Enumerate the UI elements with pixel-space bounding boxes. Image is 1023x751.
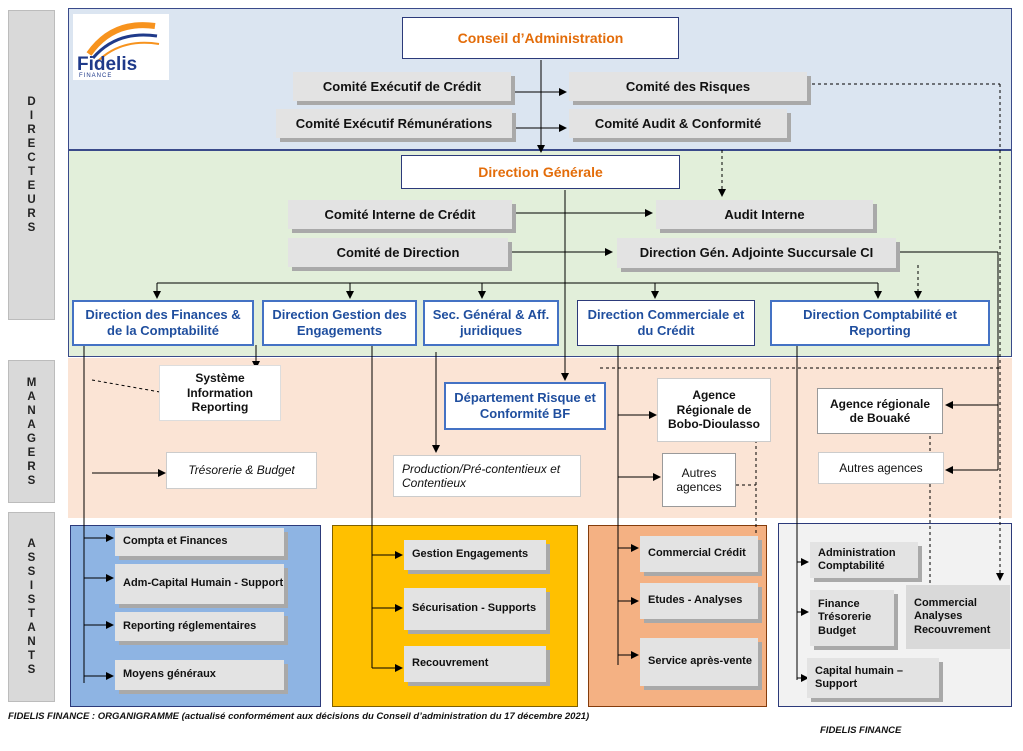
row-label-letter: A: [27, 390, 36, 403]
row-label-letter: S: [27, 594, 36, 606]
direction-gestion-engagements-box: Direction Gestion des Engagements: [262, 300, 417, 346]
assistant-adm-capital-humain: Adm-Capital Humain - Support: [115, 564, 284, 604]
row-label-letter: T: [27, 608, 36, 620]
row-label-letter: R: [27, 124, 36, 136]
row-label-letter: R: [27, 208, 36, 220]
logo-sub: FINANCE: [79, 73, 113, 79]
row-label-letter: S: [27, 474, 36, 487]
row-label-letter: G: [27, 432, 36, 445]
assistant-finance-tresorerie-budget: Finance Trésorerie Budget: [810, 590, 894, 646]
assistant-administration-comptabilite: Administration Comptabilité: [810, 542, 918, 578]
row-label-letter: E: [27, 180, 36, 192]
production-contentieux-box: Production/Pré-contentieux et Contentieu…: [393, 455, 581, 497]
row-label-letter: R: [27, 460, 36, 473]
row-label-letter: S: [27, 664, 36, 676]
row-label-letter: S: [27, 552, 36, 564]
row-label-letter: A: [27, 622, 36, 634]
comite-interne-credit-box: Comité Interne de Crédit: [288, 200, 512, 229]
assistant-etudes-analyses: Etudes - Analyses: [640, 583, 758, 619]
assistant-capital-humain-support: Capital humain – Support: [807, 658, 939, 698]
comite-direction-box: Comité de Direction: [288, 238, 508, 267]
comite-executif-remunerations-box: Comité Exécutif Rémunérations: [276, 109, 512, 138]
direction-comptabilite-reporting-box: Direction Comptabilité et Reporting: [770, 300, 990, 346]
row-label-letter: E: [27, 138, 36, 150]
assistant-service-apres-vente: Service après-vente: [640, 638, 758, 686]
row-label-letter: I: [29, 580, 34, 592]
direction-finances-box: Direction des Finances & de la Comptabil…: [72, 300, 254, 346]
row-label-letter: T: [27, 650, 36, 662]
assistant-recouvrement: Recouvrement: [404, 646, 546, 682]
row-label-letter: S: [27, 566, 36, 578]
logo-brand: Fidelis: [77, 54, 138, 75]
sec-general-box: Sec. Général & Aff. juridiques: [423, 300, 559, 346]
row-label-letter: T: [27, 166, 36, 178]
assistant-commercial-analyses-recouvrement: Commercial Analyses Recouvrement: [906, 585, 1010, 649]
assistant-commercial-credit: Commercial Crédit: [640, 536, 758, 572]
direction-commerciale-box: Direction Commerciale et du Crédit: [577, 300, 755, 346]
footer-brand: FIDELIS FINANCE: [820, 725, 902, 736]
audit-interne-box: Audit Interne: [656, 200, 873, 229]
footer-caption: FIDELIS FINANCE : ORGANIGRAMME (actualis…: [8, 711, 590, 722]
systeme-information-box: Système Information Reporting: [160, 366, 280, 420]
row-label-letter: S: [27, 222, 36, 234]
row-label-letter: M: [26, 376, 37, 389]
comite-executif-credit-box: Comité Exécutif de Crédit: [293, 72, 511, 101]
risque-conformite-box: Département Risque et Conformité BF: [444, 382, 606, 430]
assistant-reporting-reglementaires: Reporting réglementaires: [115, 612, 284, 641]
row-label-letter: U: [27, 194, 36, 206]
row-label-letter: I: [29, 110, 34, 122]
tresorerie-budget-box: Trésorerie & Budget: [166, 452, 317, 489]
row-label-letter: N: [27, 404, 36, 417]
assistant-securisation-supports: Sécurisation - Supports: [404, 588, 546, 630]
row-label-letter: A: [27, 538, 36, 550]
row-label-letter: C: [27, 152, 36, 164]
row-label-letter: N: [27, 636, 36, 648]
autres-agences-2-box: Autres agences: [818, 452, 944, 484]
assistant-moyens-generaux: Moyens généraux: [115, 660, 284, 690]
fidelis-logo: Fidelis FINANCE: [73, 14, 169, 80]
row-label-letter: E: [27, 446, 36, 459]
agence-bouake-box: Agence régionale de Bouaké: [817, 388, 943, 434]
row-label-letter: D: [27, 96, 36, 108]
autres-agences-1-box: Autres agences: [662, 453, 736, 507]
dga-succursale-box: Direction Gén. Adjointe Succursale CI: [617, 238, 896, 268]
conseil-administration-box: Conseil d’Administration: [402, 17, 679, 59]
agence-bobo-box: Agence Régionale de Bobo-Dioulasso: [657, 378, 771, 442]
assistant-compta-finances: Compta et Finances: [115, 528, 284, 556]
row-label-letter: A: [27, 418, 36, 431]
comite-audit-conformite-box: Comité Audit & Conformité: [569, 109, 787, 138]
direction-generale-box: Direction Générale: [401, 155, 680, 189]
comite-risques-box: Comité des Risques: [569, 72, 807, 101]
assistant-gestion-engagements: Gestion Engagements: [404, 540, 546, 570]
